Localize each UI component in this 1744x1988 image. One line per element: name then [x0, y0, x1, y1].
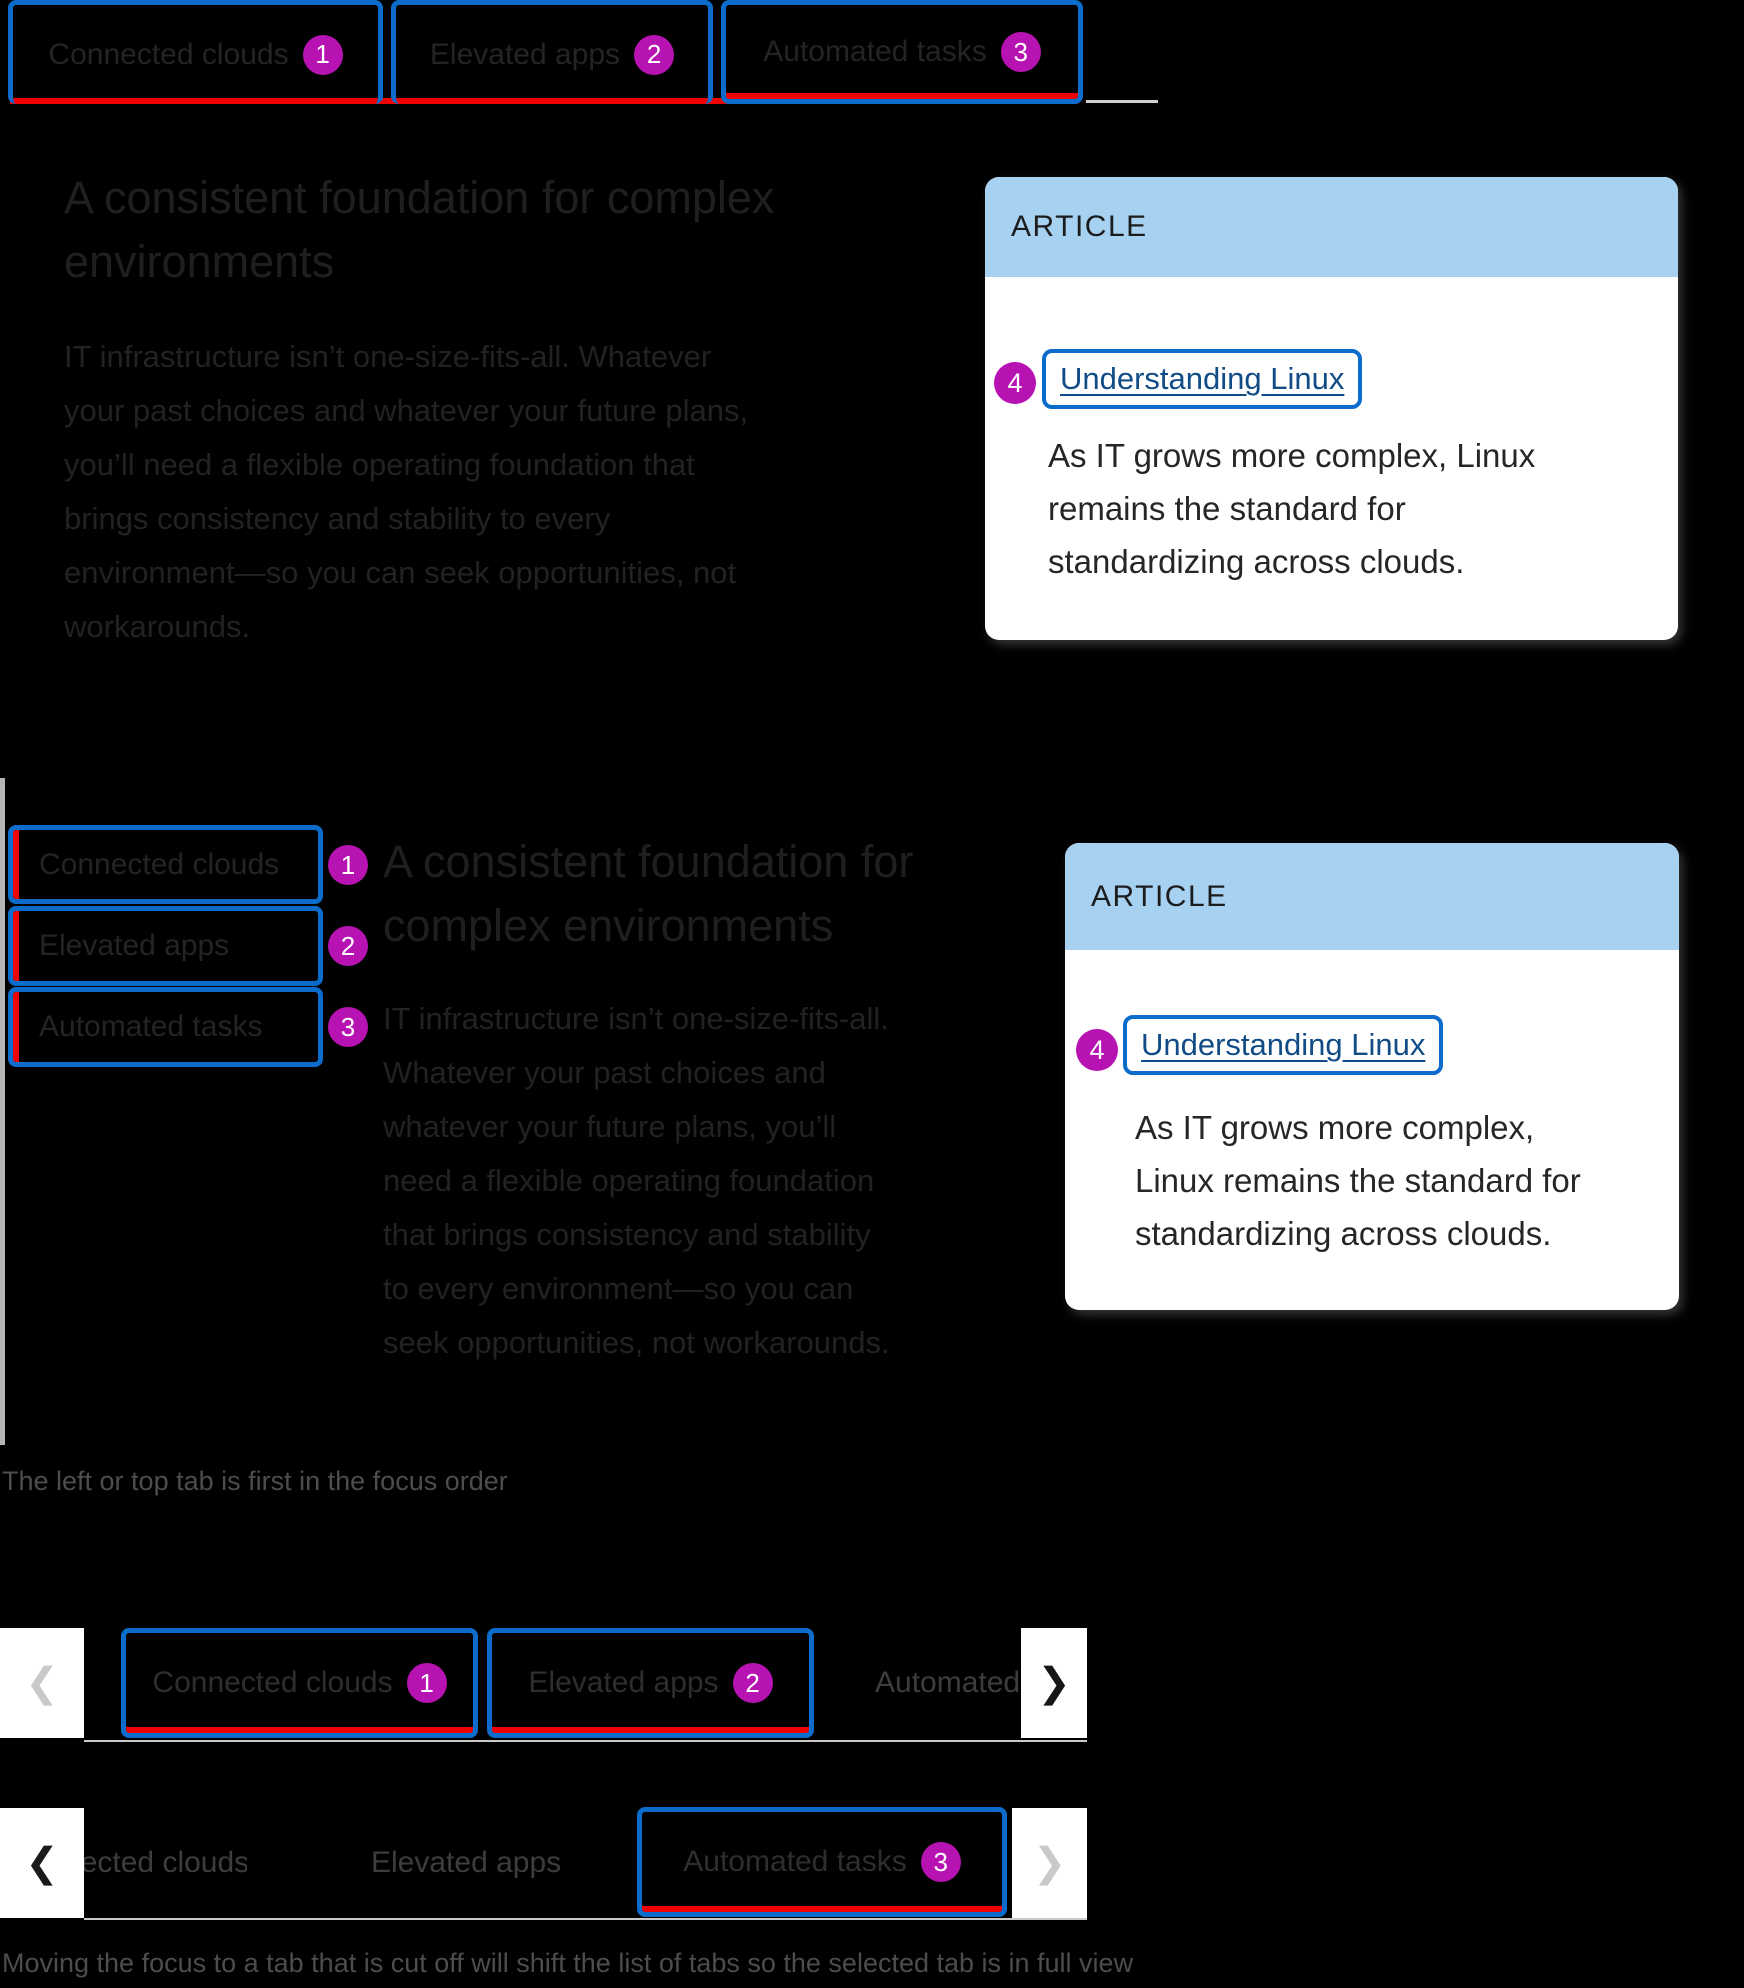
chevron-right-icon: ❯ — [1032, 1841, 1067, 1885]
vertical-tab-list-border — [0, 778, 5, 1445]
tab-elevated-apps[interactable]: Elevated apps — [8, 906, 323, 986]
article-card-header: ARTICLE — [1065, 843, 1679, 950]
overflow-caption: Moving the focus to a tab that is cut of… — [2, 1948, 1134, 1978]
tab-bar-bottom-border — [84, 1740, 1087, 1742]
tab-label: Automated tasks — [683, 1845, 907, 1878]
focus-order-badge-3: 3 — [920, 1842, 961, 1882]
focus-order-badge-2: 2 — [634, 34, 675, 75]
tab-automated-tasks[interactable]: Automated tasks — [8, 987, 323, 1067]
tab-label: Connected clouds — [152, 1666, 393, 1699]
focus-order-badge-3: 3 — [1000, 32, 1041, 72]
tab-label: Connected clouds — [39, 847, 280, 881]
tab-bar-bottom-border — [1086, 100, 1158, 103]
scroll-right-button[interactable]: ❯ — [1012, 1808, 1087, 1918]
focus-order-badge-2: 2 — [328, 926, 368, 966]
tab-automated-tasks[interactable]: Automated tasks 3 — [721, 0, 1083, 104]
tab-automated-tasks-cut-off[interactable]: Automated tasks — [822, 1628, 1018, 1738]
link-focus-ring: Understanding Linux — [1042, 349, 1363, 409]
chevron-left-icon: ❮ — [25, 1841, 59, 1885]
tab-elevated-apps[interactable]: Elevated apps 2 — [487, 1628, 814, 1738]
chevron-left-icon: ❮ — [25, 1661, 59, 1705]
scroll-right-button[interactable]: ❯ — [1021, 1628, 1087, 1738]
tab-connected-clouds[interactable]: Connected clouds 1 — [8, 0, 383, 104]
focus-order-badge-2: 2 — [732, 1663, 773, 1703]
focus-order-badge-3: 3 — [328, 1007, 368, 1047]
article-card: ARTICLE 4 Understanding Linux As IT grow… — [985, 177, 1678, 640]
link-focus-ring: Understanding Linux — [1123, 1015, 1444, 1075]
tab-elevated-apps[interactable]: Elevated apps — [371, 1846, 562, 1879]
overflow-tab-bar: ❮ Connected clouds 1 Elevated apps 2 Aut… — [0, 1626, 1087, 1742]
scroll-left-button[interactable]: ❮ — [0, 1628, 84, 1738]
focus-order-badge-4: 4 — [1076, 1029, 1118, 1071]
focus-order-badge-4: 4 — [994, 362, 1036, 404]
tab-bar-bottom-border — [84, 1918, 1087, 1920]
article-card-header: ARTICLE — [985, 177, 1678, 277]
tab-connected-clouds[interactable]: Connected clouds — [8, 825, 323, 904]
tab-label: Elevated apps — [528, 1666, 719, 1699]
focus-order-badge-1: 1 — [406, 1663, 447, 1703]
chevron-right-icon: ❯ — [1037, 1661, 1071, 1705]
tab-label: Automated tasks — [763, 35, 987, 68]
tab-automated-tasks[interactable]: Automated tasks 3 — [637, 1807, 1007, 1917]
tab-connected-clouds[interactable]: Connected clouds 1 — [121, 1628, 478, 1738]
focus-order-caption: The left or top tab is first in the focu… — [2, 1466, 508, 1496]
tab-label: Connected clouds — [48, 37, 289, 71]
focus-order-badge-1: 1 — [328, 845, 368, 885]
article-description: As IT grows more complex,Linux remains t… — [1135, 1109, 1581, 1252]
tab-label: Automated tasks — [875, 1666, 1018, 1699]
tab-label: Elevated apps — [39, 929, 230, 962]
tab-connected-clouds-cut-off[interactable]: Connected clouds — [84, 1808, 247, 1918]
horizontal-tab-bar: Connected clouds 1 Elevated apps 2 Autom… — [0, 0, 1744, 106]
understanding-linux-link[interactable]: Understanding Linux — [1141, 1027, 1426, 1062]
focus-order-badge-1: 1 — [302, 34, 343, 75]
intro-paragraph: IT infrastructure isn’t one-size-fits-al… — [64, 339, 749, 644]
tab-label: Elevated apps — [429, 37, 621, 71]
tab-label: Automated tasks — [39, 1010, 263, 1043]
article-card: ARTICLE 4 Understanding Linux As IT grow… — [1065, 843, 1679, 1310]
scroll-left-button[interactable]: ❮ — [0, 1808, 84, 1918]
overflow-tab-bar-shifted: ❮ Connected clouds Elevated apps Automat… — [0, 1806, 1087, 1920]
tab-label: Connected clouds — [84, 1846, 247, 1879]
tab-elevated-apps[interactable]: Elevated apps 2 — [391, 0, 713, 104]
understanding-linux-link[interactable]: Understanding Linux — [1060, 361, 1345, 396]
intro-paragraph: IT infrastructure isn’t one-size-fits-al… — [383, 1001, 890, 1360]
selected-tab-underline — [10, 98, 1078, 104]
